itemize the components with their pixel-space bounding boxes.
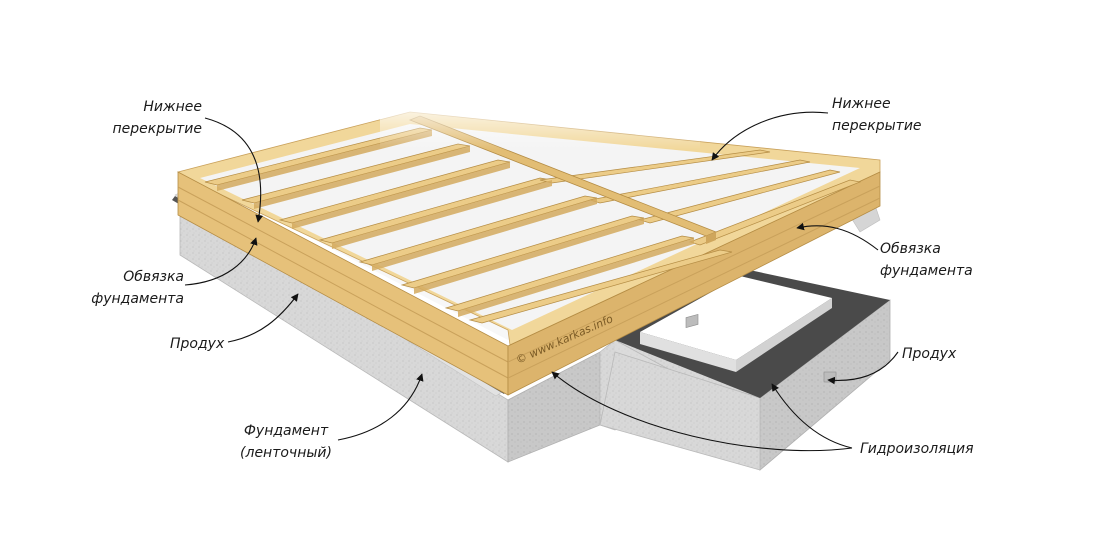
label-strap-right-line1: Обвязка [880, 241, 941, 257]
label-floor-right-line1: Нижнее [832, 96, 891, 112]
leader-vent-left [227, 293, 299, 343]
label-strap-right-line2: фундамента [880, 263, 973, 279]
label-floor-left: Нижнее перекрытие [96, 96, 202, 140]
leader-vent-right [827, 351, 899, 385]
leader-floor-left [204, 117, 263, 223]
leader-foundation [337, 373, 424, 441]
wooden-floor-frame [177, 95, 881, 396]
leader-strap-right [796, 222, 879, 251]
label-floor-right: Нижнее перекрытие [832, 93, 922, 137]
leader-strap-left [184, 237, 258, 286]
label-foundation-line1: Фундамент [243, 423, 329, 439]
label-floor-left-line1: Нижнее [143, 99, 202, 115]
label-floor-left-line2: перекрытие [112, 121, 202, 137]
label-vent-right: Продух [902, 346, 957, 362]
label-vent-left: Продух [170, 336, 225, 352]
label-floor-right-line2: перекрытие [832, 118, 922, 134]
label-strap-right: Обвязка фундамента [880, 238, 973, 282]
leader-waterproof-1 [551, 371, 853, 452]
label-foundation: Фундамент (ленточный) [228, 420, 344, 464]
leader-waterproof-2 [771, 383, 853, 449]
label-foundation-line2: (ленточный) [240, 445, 332, 461]
label-strap-left-line1: Обвязка [123, 269, 184, 285]
label-waterproofing: Гидроизоляция [860, 441, 974, 457]
leader-floor-right [711, 111, 829, 161]
leader-lines [184, 111, 899, 452]
label-strap-left-line2: фундамента [91, 291, 184, 307]
label-strap-left: Обвязка фундамента [70, 266, 184, 310]
